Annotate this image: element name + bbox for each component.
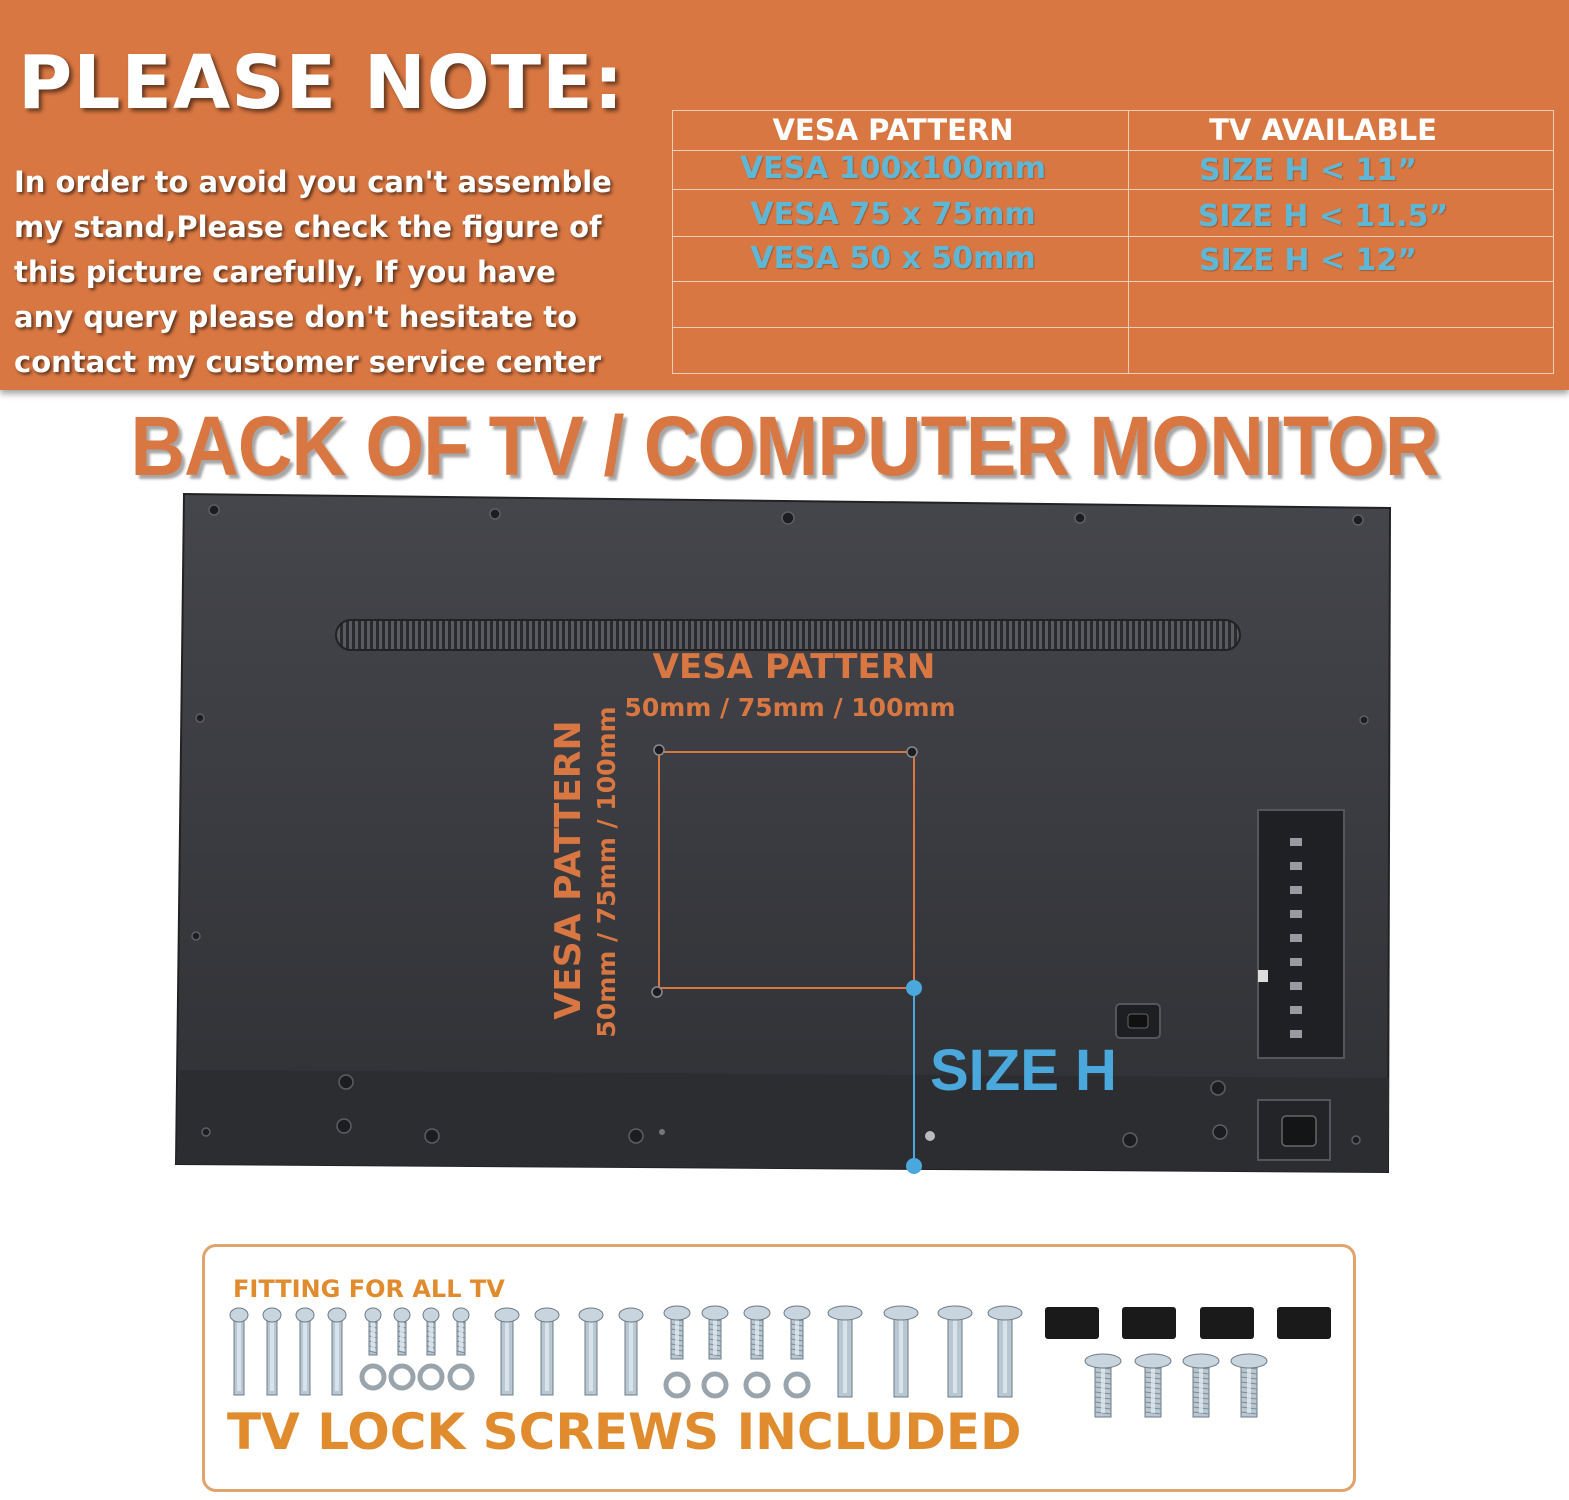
table-cell: VESA 75 x 75mm (750, 197, 1036, 232)
washer (447, 1363, 475, 1391)
notice-line: In order to avoid you can't assemble (14, 165, 612, 199)
notice-body: In order to avoid you can't assemble my … (14, 162, 654, 387)
table-cell: SIZE H < 11” (1198, 153, 1418, 188)
vesa-sizes-label-vertical: 50mm / 75mm / 100mm (592, 706, 621, 1037)
screw (452, 1307, 470, 1356)
notice-line: any query please don't hesitate to (14, 300, 578, 334)
size-h-dot-top (906, 980, 922, 996)
washer (743, 1371, 771, 1399)
screw (578, 1307, 604, 1396)
screws-illustration (229, 1305, 1331, 1418)
washer (783, 1371, 811, 1399)
screw (701, 1305, 729, 1360)
notice-line: this picture carefully, If you have (14, 255, 556, 289)
tv-panel (174, 492, 1392, 1174)
tv-bottom-strip (176, 1070, 1389, 1172)
vesa-pattern-label: VESA PATTERN (653, 647, 936, 687)
table-cell: VESA 50 x 50mm (750, 241, 1036, 276)
size-h-label: SIZE H (930, 1038, 1117, 1103)
screw (1230, 1353, 1268, 1418)
screw (783, 1305, 811, 1360)
vent-grill (335, 619, 1241, 651)
washer (359, 1363, 387, 1391)
screw (663, 1305, 691, 1360)
table-divider (673, 327, 1553, 328)
edge-screw-holes (191, 504, 1369, 1148)
screw (827, 1305, 863, 1398)
screw (1084, 1353, 1122, 1418)
vesa-sizes-label: 50mm / 75mm / 100mm (624, 693, 955, 722)
screw (618, 1307, 644, 1396)
screw (229, 1307, 249, 1396)
table-divider (673, 189, 1553, 190)
notice-line: my stand,Please check the figure of (14, 210, 602, 244)
table-divider (673, 236, 1553, 237)
spacer (1277, 1307, 1331, 1339)
spacer (1122, 1307, 1176, 1339)
notice-heading: PLEASE NOTE: (18, 40, 625, 126)
spacer (1045, 1307, 1099, 1339)
vesa-pattern-label-vertical: VESA PATTERN (548, 720, 589, 1019)
table-divider (1128, 111, 1129, 373)
size-h-dot-bottom (906, 1158, 922, 1174)
screw (743, 1305, 771, 1360)
washer (417, 1363, 445, 1391)
vesa-holes (651, 744, 918, 998)
screw (295, 1307, 315, 1396)
port-panel (1257, 809, 1345, 1059)
lock-screws-label: TV LOCK SCREWS INCLUDED (227, 1403, 1022, 1461)
notice-banner: PLEASE NOTE: In order to avoid you can't… (0, 0, 1569, 390)
screw (393, 1307, 411, 1356)
tv-back-title: BACK OF TV / COMPUTER MONITOR (130, 399, 1439, 493)
screw (327, 1307, 347, 1396)
table-divider (673, 281, 1553, 282)
washer (701, 1371, 729, 1399)
table-cell: SIZE H < 11.5” (1197, 199, 1449, 234)
screws-panel: FITTING FOR ALL TV TV LOCK SCREWS INCLUD… (202, 1244, 1356, 1492)
screw (1134, 1353, 1172, 1418)
washer (388, 1363, 416, 1391)
table-cell: VESA 100x100mm (739, 151, 1047, 186)
screw (364, 1307, 382, 1356)
screw (422, 1307, 440, 1356)
vesa-table: VESA PATTERN TV AVAILABLE VESA 100x100mm… (672, 110, 1554, 374)
screw (262, 1307, 282, 1396)
table-header-tv: TV AVAILABLE (1209, 113, 1437, 147)
fitting-label: FITTING FOR ALL TV (233, 1275, 505, 1303)
table-divider (673, 150, 1553, 151)
table-header-vesa: VESA PATTERN (772, 113, 1014, 147)
tv-back-illustration: VESA PATTERN 50mm / 75mm / 100mm VESA PA… (174, 492, 1392, 1174)
screw (937, 1305, 973, 1398)
screw (494, 1307, 520, 1396)
screw (1182, 1353, 1220, 1418)
notice-line: contact my customer service center (14, 345, 602, 379)
vesa-square (658, 751, 915, 989)
spacer (1200, 1307, 1254, 1339)
screw (883, 1305, 919, 1398)
washer (663, 1371, 691, 1399)
table-cell: SIZE H < 12” (1198, 243, 1418, 278)
screw (987, 1305, 1023, 1398)
port-connectors (1290, 838, 1302, 1038)
screw (534, 1307, 560, 1396)
